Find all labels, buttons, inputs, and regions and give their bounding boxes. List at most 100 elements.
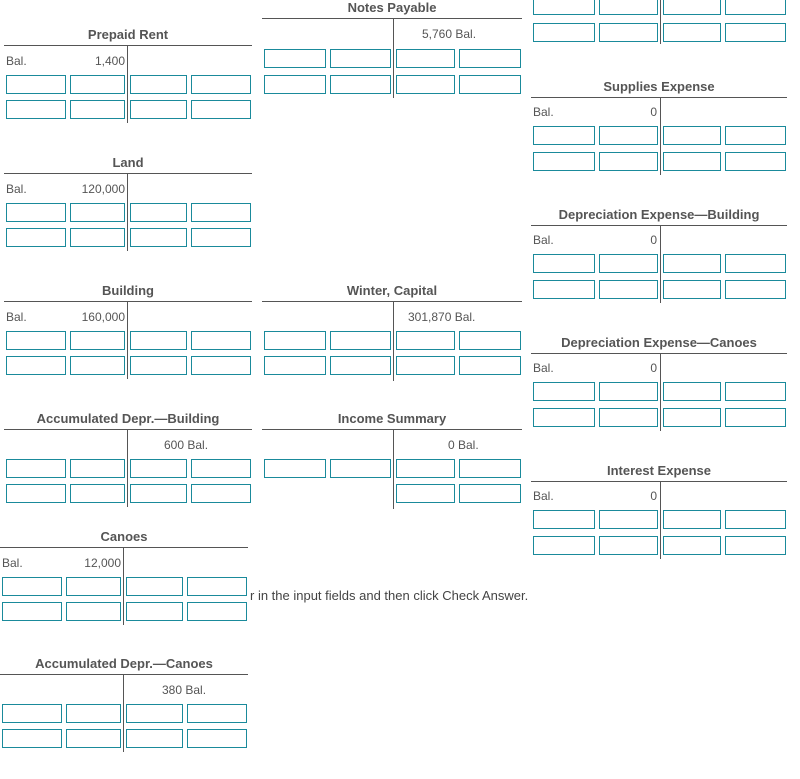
credit-date-input[interactable] — [725, 382, 786, 401]
credit-amount-input[interactable] — [126, 577, 183, 596]
credit-date-input[interactable] — [191, 228, 251, 247]
credit-date-input[interactable] — [459, 356, 521, 375]
credit-date-input[interactable] — [191, 331, 251, 350]
credit-date-input[interactable] — [459, 484, 521, 503]
debit-amount-input[interactable] — [330, 49, 391, 68]
credit-amount-input[interactable] — [396, 459, 455, 478]
credit-date-input[interactable] — [187, 729, 247, 748]
credit-amount-input[interactable] — [126, 729, 183, 748]
debit-date-input[interactable] — [533, 254, 595, 273]
debit-date-input[interactable] — [2, 704, 62, 723]
debit-date-input[interactable] — [264, 356, 326, 375]
debit-date-input[interactable] — [264, 49, 326, 68]
credit-amount-input[interactable] — [663, 254, 721, 273]
credit-date-input[interactable] — [191, 356, 251, 375]
debit-amount-input[interactable] — [70, 100, 125, 119]
debit-date-input[interactable] — [6, 484, 66, 503]
debit-date-input[interactable] — [533, 23, 595, 42]
debit-date-input[interactable] — [6, 228, 66, 247]
credit-date-input[interactable] — [459, 75, 521, 94]
credit-amount-input[interactable] — [663, 0, 721, 15]
credit-date-input[interactable] — [187, 602, 247, 621]
credit-date-input[interactable] — [459, 49, 521, 68]
credit-date-input[interactable] — [725, 510, 786, 529]
credit-amount-input[interactable] — [663, 382, 721, 401]
debit-date-input[interactable] — [533, 536, 595, 555]
credit-amount-input[interactable] — [663, 510, 721, 529]
debit-amount-input[interactable] — [599, 408, 658, 427]
debit-amount-input[interactable] — [330, 356, 391, 375]
debit-date-input[interactable] — [6, 100, 66, 119]
credit-date-input[interactable] — [191, 100, 251, 119]
credit-date-input[interactable] — [725, 280, 786, 299]
credit-amount-input[interactable] — [663, 23, 721, 42]
credit-amount-input[interactable] — [130, 228, 187, 247]
debit-amount-input[interactable] — [330, 459, 391, 478]
credit-amount-input[interactable] — [396, 331, 455, 350]
debit-amount-input[interactable] — [599, 254, 658, 273]
credit-date-input[interactable] — [725, 126, 786, 145]
debit-amount-input[interactable] — [70, 459, 125, 478]
debit-date-input[interactable] — [2, 602, 62, 621]
credit-date-input[interactable] — [725, 23, 786, 42]
credit-date-input[interactable] — [191, 75, 251, 94]
debit-amount-input[interactable] — [70, 484, 125, 503]
debit-date-input[interactable] — [533, 152, 595, 171]
debit-date-input[interactable] — [6, 75, 66, 94]
debit-date-input[interactable] — [264, 75, 326, 94]
debit-amount-input[interactable] — [599, 382, 658, 401]
debit-amount-input[interactable] — [330, 75, 391, 94]
debit-date-input[interactable] — [6, 331, 66, 350]
debit-date-input[interactable] — [533, 126, 595, 145]
credit-amount-input[interactable] — [663, 536, 721, 555]
debit-date-input[interactable] — [533, 382, 595, 401]
credit-date-input[interactable] — [191, 203, 251, 222]
debit-amount-input[interactable] — [66, 729, 121, 748]
debit-date-input[interactable] — [533, 510, 595, 529]
debit-amount-input[interactable] — [599, 510, 658, 529]
credit-date-input[interactable] — [187, 704, 247, 723]
debit-date-input[interactable] — [6, 459, 66, 478]
debit-amount-input[interactable] — [66, 704, 121, 723]
credit-amount-input[interactable] — [396, 75, 455, 94]
debit-date-input[interactable] — [533, 0, 595, 15]
credit-amount-input[interactable] — [396, 356, 455, 375]
debit-amount-input[interactable] — [70, 203, 125, 222]
credit-date-input[interactable] — [725, 408, 786, 427]
credit-amount-input[interactable] — [126, 704, 183, 723]
credit-date-input[interactable] — [725, 152, 786, 171]
debit-amount-input[interactable] — [70, 356, 125, 375]
debit-amount-input[interactable] — [70, 75, 125, 94]
debit-date-input[interactable] — [6, 203, 66, 222]
debit-amount-input[interactable] — [70, 331, 125, 350]
debit-amount-input[interactable] — [599, 280, 658, 299]
credit-date-input[interactable] — [191, 484, 251, 503]
credit-amount-input[interactable] — [663, 152, 721, 171]
debit-amount-input[interactable] — [599, 0, 658, 15]
debit-amount-input[interactable] — [599, 152, 658, 171]
debit-date-input[interactable] — [533, 408, 595, 427]
debit-date-input[interactable] — [2, 729, 62, 748]
debit-amount-input[interactable] — [70, 228, 125, 247]
credit-amount-input[interactable] — [663, 280, 721, 299]
debit-date-input[interactable] — [6, 356, 66, 375]
credit-date-input[interactable] — [187, 577, 247, 596]
credit-amount-input[interactable] — [130, 484, 187, 503]
debit-amount-input[interactable] — [599, 536, 658, 555]
credit-amount-input[interactable] — [130, 100, 187, 119]
credit-date-input[interactable] — [459, 459, 521, 478]
debit-date-input[interactable] — [264, 331, 326, 350]
debit-amount-input[interactable] — [599, 23, 658, 42]
credit-amount-input[interactable] — [130, 75, 187, 94]
credit-amount-input[interactable] — [663, 126, 721, 145]
credit-amount-input[interactable] — [130, 203, 187, 222]
credit-date-input[interactable] — [725, 0, 786, 15]
credit-amount-input[interactable] — [663, 408, 721, 427]
credit-date-input[interactable] — [725, 254, 786, 273]
credit-date-input[interactable] — [191, 459, 251, 478]
debit-date-input[interactable] — [533, 280, 595, 299]
debit-date-input[interactable] — [2, 577, 62, 596]
credit-amount-input[interactable] — [126, 602, 183, 621]
credit-amount-input[interactable] — [396, 484, 455, 503]
debit-amount-input[interactable] — [330, 331, 391, 350]
